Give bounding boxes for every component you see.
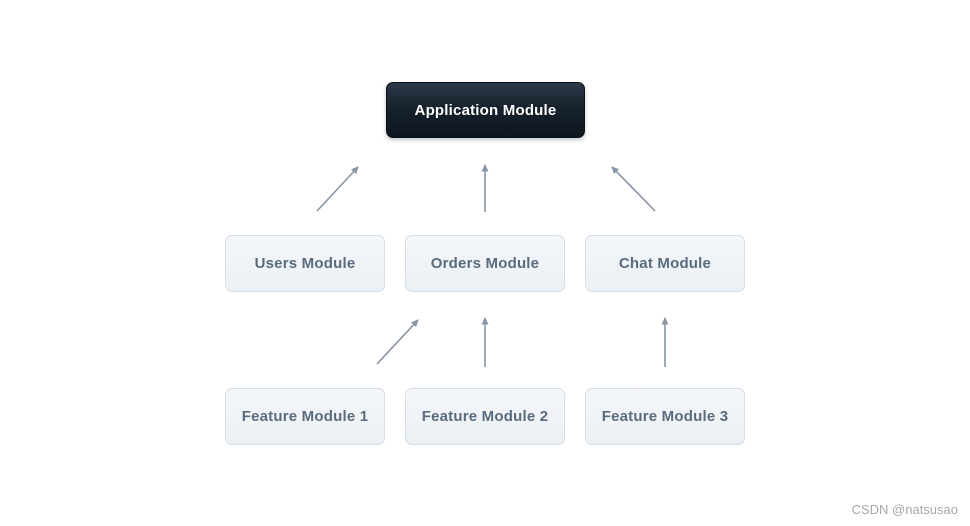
node-orders-module: Orders Module <box>405 235 565 292</box>
node-feature-module-2: Feature Module 2 <box>405 388 565 445</box>
node-chat-module-label: Chat Module <box>618 255 712 272</box>
node-feature-module-2-label: Feature Module 2 <box>421 408 549 425</box>
node-feature-module-1: Feature Module 1 <box>225 388 385 445</box>
node-orders-module-label: Orders Module <box>430 255 540 272</box>
node-application-module-label: Application Module <box>414 101 557 119</box>
node-application-module: Application Module <box>386 82 585 138</box>
node-users-module: Users Module <box>225 235 385 292</box>
edge-users-to-application <box>316 166 359 212</box>
node-users-module-label: Users Module <box>254 255 356 272</box>
watermark: CSDN @natsusao <box>851 502 958 517</box>
node-feature-module-3: Feature Module 3 <box>585 388 745 445</box>
node-chat-module: Chat Module <box>585 235 745 292</box>
edge-feature1-to-orders <box>376 319 419 365</box>
node-feature-module-3-label: Feature Module 3 <box>601 408 729 425</box>
node-feature-module-1-label: Feature Module 1 <box>241 408 369 425</box>
edge-chat-to-application <box>611 166 656 212</box>
